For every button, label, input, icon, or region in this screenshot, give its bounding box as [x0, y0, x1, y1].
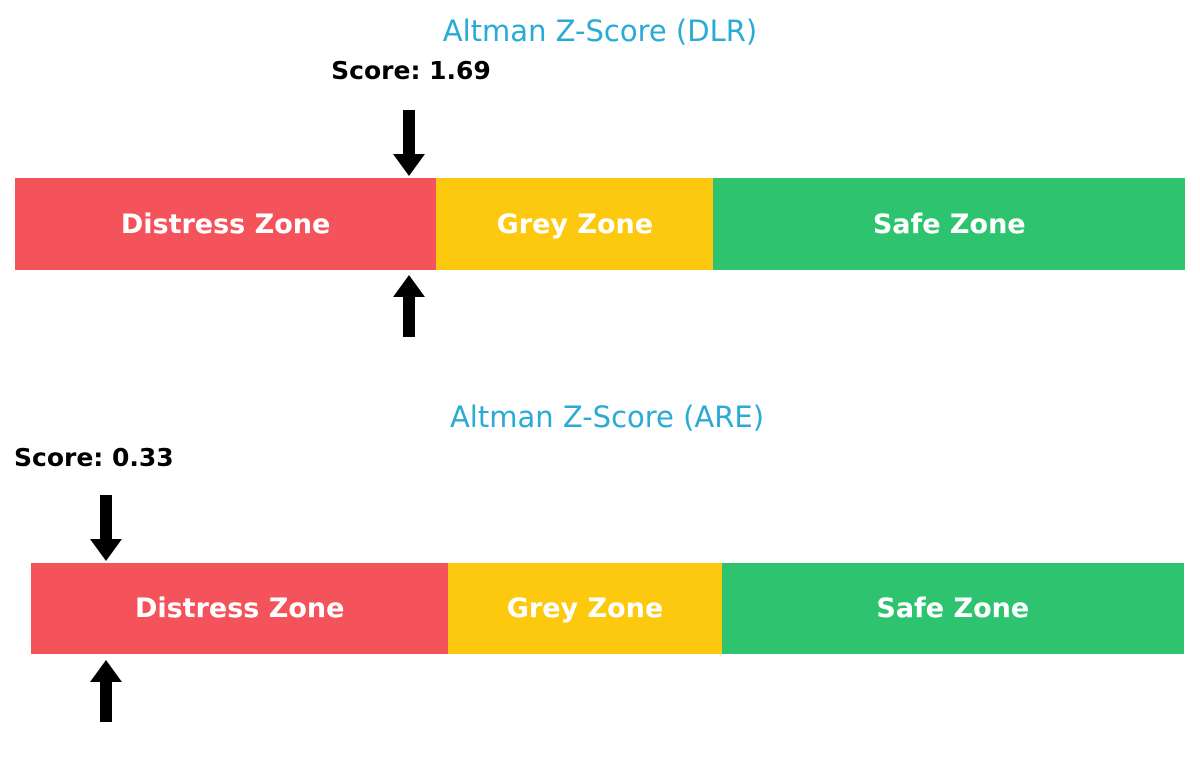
zscore-zone-bar-dlr: Distress Zone Grey Zone Safe Zone — [15, 178, 1185, 270]
zone-grey-are[interactable]: Grey Zone — [448, 563, 722, 654]
score-marker-down-arrow-dlr — [389, 110, 429, 178]
zone-label-distress-are: Distress Zone — [134, 593, 345, 624]
zone-label-grey-are: Grey Zone — [506, 593, 664, 624]
zscore-zone-bar-are: Distress Zone Grey Zone Safe Zone — [31, 563, 1184, 654]
zone-label-grey-dlr: Grey Zone — [496, 208, 654, 240]
zone-label-safe-are: Safe Zone — [876, 593, 1030, 624]
zone-safe-dlr[interactable]: Safe Zone — [713, 178, 1185, 270]
zone-grey-dlr[interactable]: Grey Zone — [436, 178, 714, 270]
zone-label-safe-dlr: Safe Zone — [872, 208, 1026, 240]
up-arrow-icon — [90, 660, 122, 722]
score-label-dlr: Score: 1.69 — [331, 56, 491, 85]
zone-distress-are[interactable]: Distress Zone — [31, 563, 449, 654]
zone-safe-are[interactable]: Safe Zone — [721, 563, 1184, 654]
score-marker-up-arrow-dlr — [389, 275, 429, 337]
zone-distress-dlr[interactable]: Distress Zone — [15, 178, 437, 270]
chart-title-are: Altman Z-Score (ARE) — [449, 400, 765, 434]
score-marker-down-arrow-are — [86, 495, 126, 563]
zone-label-distress-dlr: Distress Zone — [120, 208, 331, 240]
down-arrow-icon — [393, 110, 425, 176]
up-arrow-icon — [393, 275, 425, 337]
chart-title-dlr: Altman Z-Score (DLR) — [442, 14, 758, 48]
score-marker-up-arrow-are — [86, 660, 126, 722]
score-label-are: Score: 0.33 — [14, 443, 174, 472]
down-arrow-icon — [90, 495, 122, 561]
zscore-panel-are: Altman Z-Score (ARE) Score: 0.33 Distres… — [0, 386, 1200, 769]
zscore-panel-dlr: Altman Z-Score (DLR) Score: 1.69 Distres… — [0, 0, 1200, 360]
